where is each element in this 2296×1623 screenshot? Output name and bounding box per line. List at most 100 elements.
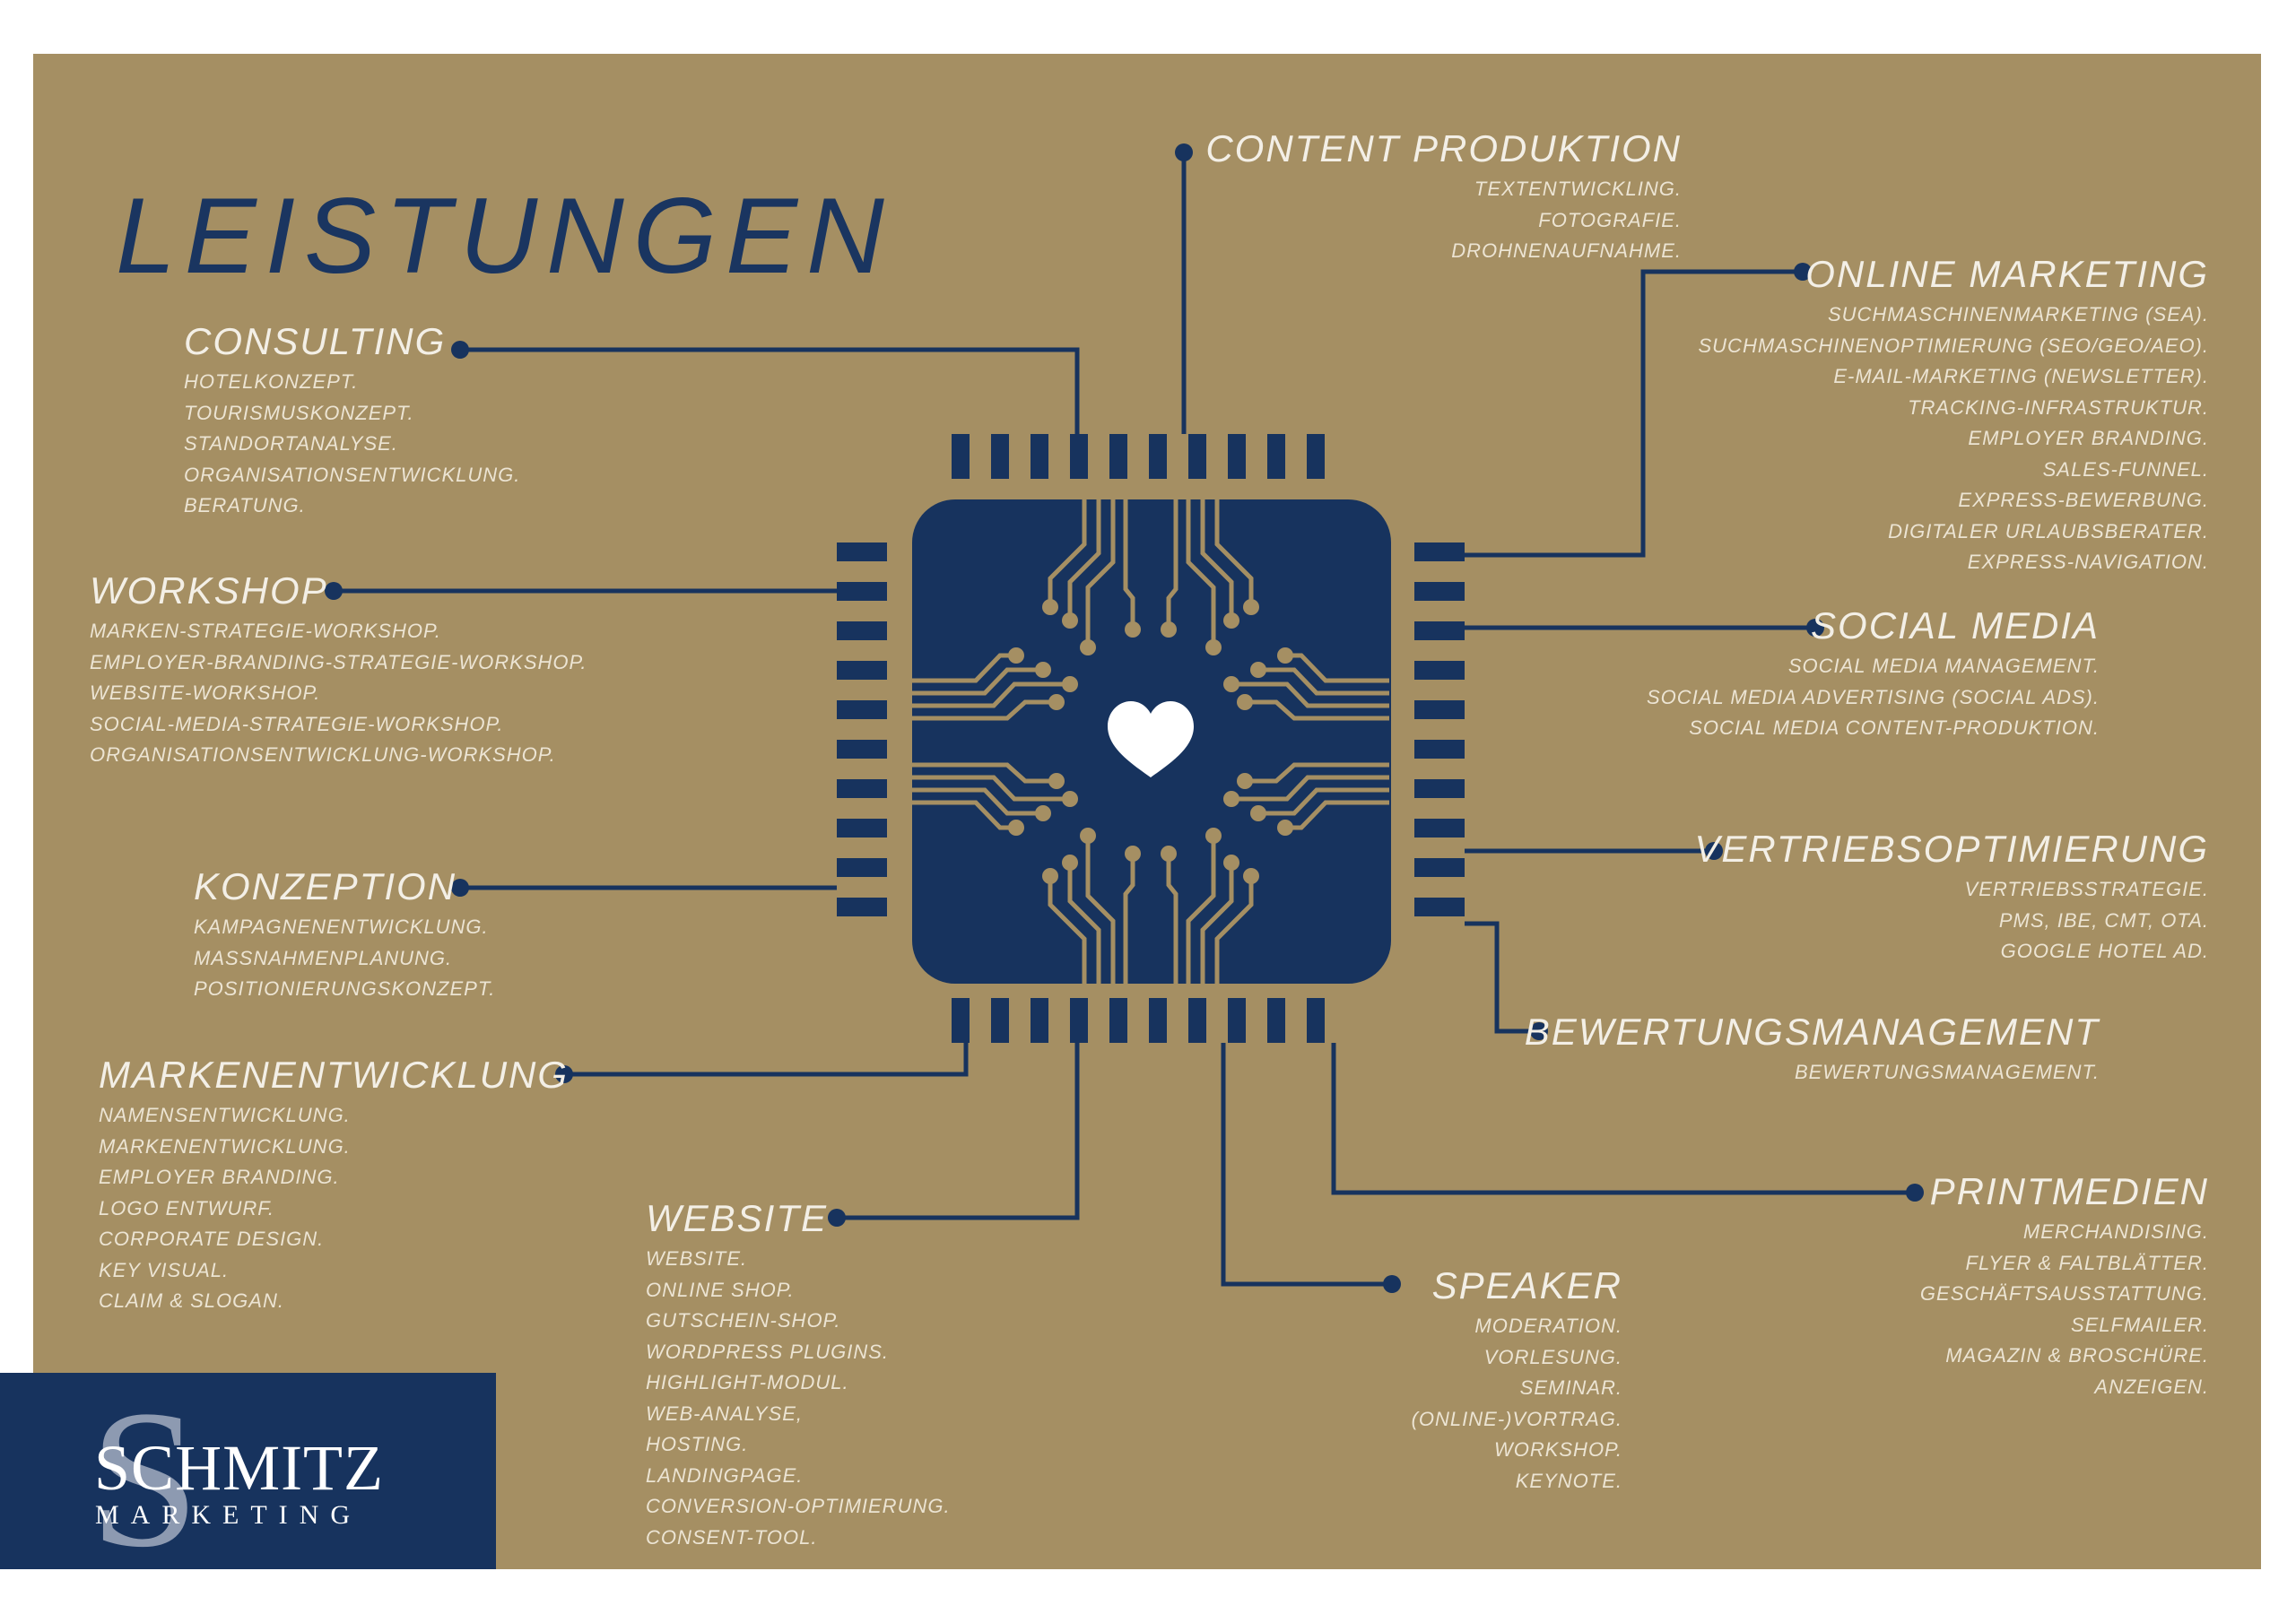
logo-name: SCHMITZ <box>94 1432 385 1504</box>
service-item: ORGANISATIONSENTWICKLUNG. <box>184 463 521 486</box>
service-item: EMPLOYER BRANDING. <box>99 1166 340 1188</box>
trace-end <box>1125 621 1141 638</box>
chip-pin <box>1188 434 1206 479</box>
connector-dot <box>1806 619 1824 637</box>
circuit-trace <box>1085 836 1116 984</box>
service-social-media: SOCIAL MEDIA SOCIAL MEDIA MANAGEMENT.SOC… <box>1647 604 2100 744</box>
trace-end <box>1223 676 1239 692</box>
page-title: LEISTUNGEN <box>116 176 893 296</box>
trace-end <box>1125 846 1141 862</box>
circuit-trace <box>1258 667 1389 696</box>
trace-end <box>1035 805 1051 821</box>
service-item: STANDORTANALYSE. <box>184 432 398 455</box>
trace-end <box>1277 820 1293 836</box>
service-item: CONVERSION-OPTIMIERUNG. <box>646 1495 951 1517</box>
chip-pin <box>1307 434 1325 479</box>
connector-dot <box>451 341 469 359</box>
connector-konzeption <box>451 879 837 897</box>
service-item: TOURISMUSKONZEPT. <box>184 401 414 424</box>
circuit-trace <box>912 787 1043 816</box>
chip-pin <box>1228 998 1246 1043</box>
service-item: WEB-ANALYSE, <box>646 1402 804 1425</box>
service-item: E-MAIL-MARKETING (NEWSLETTER). <box>1833 365 2209 387</box>
service-item: WEBSITE. <box>646 1247 748 1270</box>
trace-end <box>1062 791 1078 807</box>
heart-icon <box>1108 701 1194 777</box>
service-markenentwicklung: MARKENENTWICKLUNG NAMENSENTWICKLUNG.MARK… <box>99 1054 569 1317</box>
service-item: GESCHÄFTSAUSSTATTUNG. <box>1919 1282 2209 1305</box>
chip-pin <box>837 700 887 719</box>
connector-dot <box>451 879 469 897</box>
chip-pin <box>1031 998 1048 1043</box>
service-item: FLYER & FALTBLÄTTER. <box>1965 1251 2209 1274</box>
service-item: VERTRIEBSSTRATEGIE. <box>1964 878 2209 900</box>
circuit-trace <box>1166 499 1178 629</box>
service-vertriebsoptimierung: VERTRIEBSOPTIMIERUNG VERTRIEBSSTRATEGIE.… <box>1694 828 2209 968</box>
service-item: PMS, IBE, CMT, OTA. <box>1998 908 2209 932</box>
service-title: CONSULTING <box>184 320 447 362</box>
trace-end <box>1048 773 1065 789</box>
service-title: VERTRIEBSOPTIMIERUNG <box>1694 828 2209 870</box>
service-items: MODERATION.VORLESUNG.SEMINAR.(ONLINE-)VO… <box>1412 1311 1622 1497</box>
trace-end <box>1161 846 1177 862</box>
trace-end <box>1080 639 1096 655</box>
service-item: KEYNOTE. <box>1515 1469 1622 1492</box>
service-item: (ONLINE-)VORTRAG. <box>1411 1407 1622 1430</box>
chip-pin <box>837 858 887 877</box>
circuit-trace <box>1231 681 1389 708</box>
service-item: SUCHMASCHINENOPTIMIERUNG (SEO/GEO/AEO). <box>1698 334 2209 357</box>
chip-pin <box>991 998 1009 1043</box>
connector-vertriebsoptimierung <box>1465 842 1723 860</box>
circuit-trace <box>912 775 1070 802</box>
connector-dot <box>325 582 343 600</box>
service-item: LANDINGPAGE. <box>646 1463 804 1487</box>
chip-pin <box>1149 998 1167 1043</box>
connector-online-marketing <box>1465 263 1812 558</box>
logo-monogram: S <box>90 1369 200 1588</box>
service-items: TEXTENTWICKLING.FOTOGRAFIE.DROHNENAUFNAH… <box>1205 174 1682 267</box>
trace-end <box>1062 676 1078 692</box>
circuit-trace <box>1067 863 1101 984</box>
connector-dot <box>1906 1184 1924 1202</box>
connector-consulting <box>451 341 1080 434</box>
connector-dot <box>1383 1275 1401 1293</box>
trace-end <box>1250 805 1266 821</box>
service-item: WORDPRESS PLUGINS. <box>646 1340 890 1363</box>
service-items: SOCIAL MEDIA MANAGEMENT.SOCIAL MEDIA ADV… <box>1647 651 2100 744</box>
service-items: MARKEN-STRATEGIE-WORKSHOP.EMPLOYER-BRAND… <box>90 616 587 771</box>
service-item: CLAIM & SLOGAN. <box>99 1289 284 1312</box>
circuit-trace <box>1245 699 1389 721</box>
service-title: MARKENENTWICKLUNG <box>99 1054 570 1096</box>
connector-content-produktion <box>1175 143 1193 434</box>
service-item: SALES-FUNNEL. <box>2042 457 2209 481</box>
circuit-trace <box>1200 863 1234 984</box>
service-item: KEY VISUAL. <box>99 1258 230 1281</box>
connector-workshop <box>325 582 837 600</box>
service-item: TEXTENTWICKLING. <box>1474 178 1682 200</box>
chip-pin <box>837 779 887 798</box>
service-item: MAGAZIN & BROSCHÜRE. <box>1945 1344 2209 1367</box>
trace-end <box>1080 828 1096 844</box>
circuit-trace <box>1166 854 1178 984</box>
chip-pin <box>1414 621 1465 640</box>
chip-pin <box>1307 998 1325 1043</box>
service-title: KONZEPTION <box>194 865 457 907</box>
service-item: MODERATION. <box>1474 1315 1622 1337</box>
chip-pin <box>1149 434 1167 479</box>
chip-diagram <box>325 143 1924 1293</box>
chip-pin <box>1414 700 1465 719</box>
service-items: HOTELKONZEPT.TOURISMUSKONZEPT.STANDORTAN… <box>184 367 520 522</box>
circuit-trace <box>1186 836 1216 984</box>
chip-pin <box>1070 434 1088 479</box>
service-item: MERCHANDISING. <box>2022 1220 2209 1243</box>
circuit-trace <box>1245 762 1389 784</box>
chip-traces <box>912 499 1389 984</box>
service-title: WEBSITE <box>646 1197 829 1239</box>
service-item: WEBSITE-WORKSHOP. <box>90 681 321 704</box>
service-items: KAMPAGNENENTWICKLUNG.MASSNAHMENPLANUNG.P… <box>194 912 495 1005</box>
service-speaker: SPEAKER MODERATION.VORLESUNG.SEMINAR.(ON… <box>1412 1264 1622 1497</box>
trace-end <box>1008 820 1024 836</box>
circuit-trace <box>912 762 1057 784</box>
chip-pin <box>837 542 887 561</box>
service-item: POSITIONIERUNGSKONZEPT. <box>194 977 496 1000</box>
